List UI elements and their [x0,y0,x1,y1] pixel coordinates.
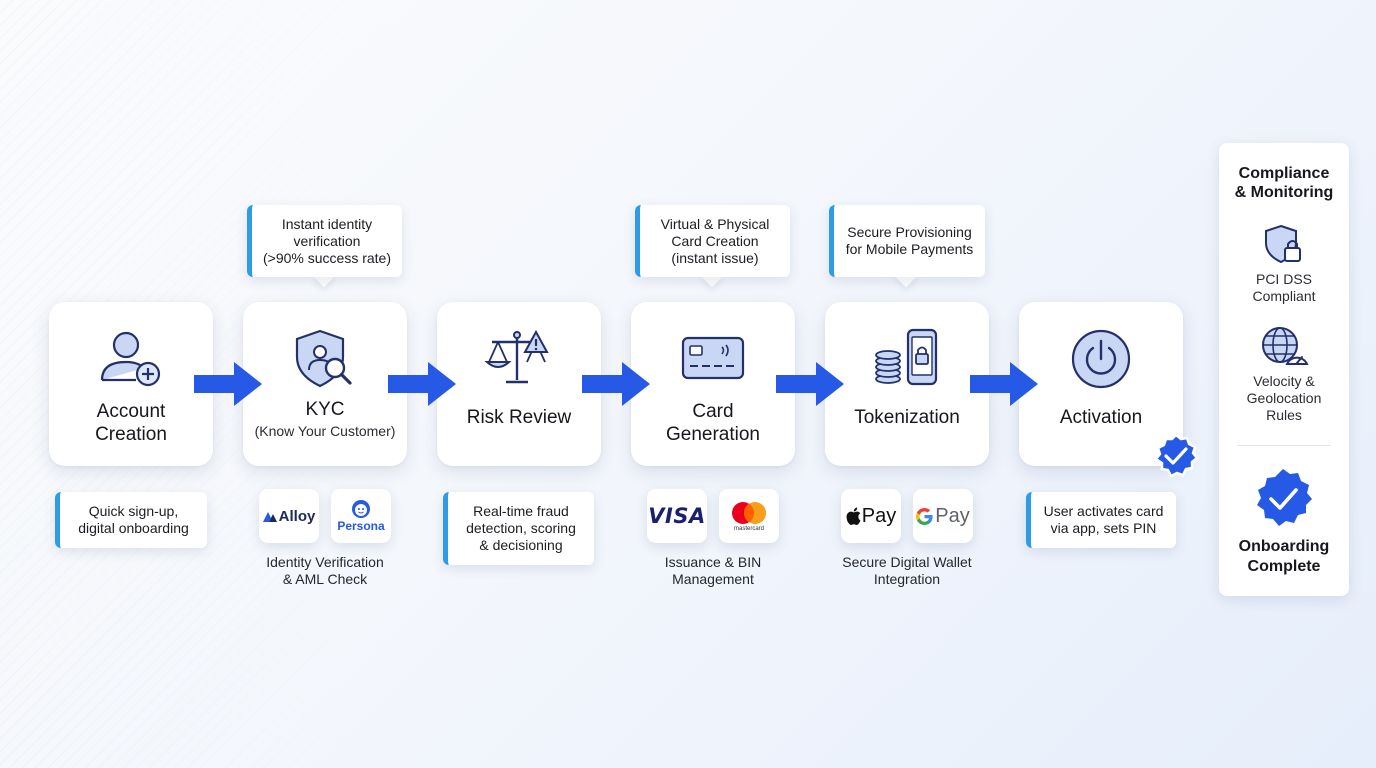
power-icon [1071,329,1131,389]
caption-line: Issuance & BIN [664,554,762,570]
compliance-panel [1219,143,1349,596]
panel-title-line: Compliance [1238,165,1330,182]
callout-line: (>90% success rate) [263,249,391,266]
flow-arrow-icon [388,362,456,406]
complete-check-badge-icon [1257,469,1312,526]
flow-arrow-icon [776,362,844,406]
panel-title-line: & Monitoring [1234,184,1334,201]
coins-phone-lock-icon [875,328,938,386]
shield-search-icon [295,329,352,388]
complete-line: Complete [1247,558,1321,575]
flow-arrow-icon [582,362,650,406]
note-line: Quick sign-up, [88,503,179,519]
panel-item-line: Compliant [1252,288,1316,304]
note-risk-review: Real-time fraud detection, scoring & dec… [443,492,594,565]
caption-line: & AML Check [282,571,368,587]
note-line: User activates card [1043,503,1164,519]
callout-line: Instant identity [281,215,373,232]
note-activation: User activates card via app, sets PIN [1026,492,1176,548]
apple-icon [846,507,861,525]
callout-line: verification [293,232,361,249]
stage-tokenization[interactable]: Tokenization [825,302,989,466]
callout-kyc: Instant identity verification (>90% succ… [247,205,402,277]
mastercard-circles-icon [732,501,766,524]
caption-line: Identity Verification [266,554,384,570]
panel-item-line: Velocity & [1253,373,1315,389]
globe-gauge-icon [1262,327,1309,365]
panel-divider [1237,445,1331,446]
shield-lock-icon [1265,224,1301,264]
persona-face-icon [352,500,370,518]
stage-title: Generation [665,424,760,445]
visa-wordmark: VISA [648,504,706,528]
callout-line: for Mobile Payments [845,241,974,257]
caption-line: Integration [873,571,941,587]
mastercard-logo: mastercard [719,489,779,543]
onboarding-complete-label: Onboarding Complete [1219,537,1349,577]
persona-wordmark: Persona [337,519,385,533]
alloy-mark-icon [262,512,277,522]
callout-tokenization: Secure Provisioning for Mobile Payments [829,205,985,277]
note-line: Real-time fraud [473,503,569,519]
panel-item-velocity: Velocity & Geolocation Rules [1219,373,1349,424]
callout-card-generation: Virtual & Physical Card Creation (instan… [635,205,790,277]
visa-logo: VISA [647,489,707,543]
callout-line: Virtual & Physical [660,215,770,232]
note-account-creation: Quick sign-up, digital onboarding [55,492,207,548]
panel-item-line: Geolocation [1246,390,1322,406]
stage-title: Activation [1059,407,1143,428]
stage-title: Account [96,401,166,422]
stage-subtitle: (Know Your Customer) [254,423,396,439]
note-line: via app, sets PIN [1050,520,1157,536]
credit-card-icon [681,336,745,380]
google-g-icon [916,507,933,525]
panel-item-pci: PCI DSS Compliant [1219,271,1349,305]
alloy-wordmark: Alloy [278,507,316,525]
google-pay-logo: Pay [913,489,973,543]
callout-line: Secure Provisioning [847,224,972,240]
mastercard-wordmark: mastercard [733,525,764,532]
note-line: detection, scoring [466,520,576,536]
flow-arrow-icon [194,362,262,406]
callout-line: Card Creation [671,232,759,249]
panel-title: Compliance & Monitoring [1219,164,1349,202]
stage-title: Tokenization [854,407,960,428]
stage-risk-review[interactable]: Risk Review [437,302,601,466]
apple-pay-wordmark: Pay [861,504,897,527]
alloy-logo: Alloy [259,489,319,543]
stage-card-generation[interactable]: Card Generation [631,302,795,466]
stage-title: Card [692,401,734,422]
callout-line: (instant issue) [671,249,759,266]
flow-arrow-icon [970,362,1038,406]
user-add-icon [100,331,161,387]
stage-account-creation[interactable]: Account Creation [49,302,213,466]
stage-title: Risk Review [466,407,572,428]
caption-line: Secure Digital Wallet [842,554,972,570]
scales-warning-icon [484,329,549,384]
panel-item-line: Rules [1266,407,1302,423]
stage-kyc[interactable]: KYC (Know Your Customer) [243,302,407,466]
complete-line: Onboarding [1238,538,1330,555]
stage-title: Creation [95,424,167,445]
caption-tokenization: Secure Digital Wallet Integration [826,554,988,588]
note-line: & decisioning [479,537,563,553]
stage-activation[interactable]: Activation [1019,302,1183,466]
persona-logo: Persona [331,489,391,543]
caption-kyc: Identity Verification & AML Check [244,554,406,588]
caption-card-generation: Issuance & BIN Management [632,554,794,588]
stage-title: KYC [305,399,345,420]
google-pay-wordmark: Pay [935,504,970,527]
apple-pay-logo: Pay [841,489,901,543]
panel-item-line: PCI DSS [1255,271,1312,287]
check-badge-icon [1154,433,1199,478]
note-line: digital onboarding [78,520,189,536]
caption-line: Management [672,571,754,587]
